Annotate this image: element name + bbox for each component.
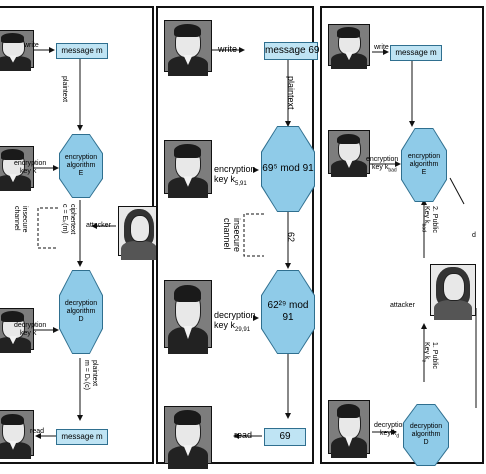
plaintext-label: plaintext (286, 76, 296, 110)
write-label: write (374, 44, 389, 51)
encryption-algorithm-node: 69⁵ mod 91 (262, 127, 314, 211)
attacker-portrait-icon (118, 206, 160, 260)
public-key-1-label: 1. Public Key ke (420, 342, 438, 369)
panel-rsa-example: write message 69 plaintext encryption ke… (156, 6, 319, 469)
attacker-portrait-icon (430, 264, 476, 320)
message-box: message 69 (264, 42, 319, 60)
decryptor-portrait-icon (328, 400, 370, 459)
write-label: write (218, 44, 238, 54)
attacker-label: attacker (86, 222, 111, 229)
enc-key-label: encryption key k5,91 (214, 164, 256, 187)
message-box: message m (56, 43, 108, 59)
right-connectors (368, 49, 477, 435)
message-box: message m (390, 45, 442, 61)
read-label: read (30, 428, 45, 435)
receiver-portrait-icon (0, 410, 34, 460)
decryptor-portrait-icon (164, 280, 212, 354)
public-key-2-label: 2. Public Key kbad (420, 206, 438, 233)
attacker-label: attacker (390, 302, 415, 309)
decryptor-portrait-icon (0, 308, 34, 353)
left-connectors (34, 47, 116, 439)
read-message-box: 69 (264, 428, 306, 446)
plaintext-label: plaintext (61, 76, 68, 103)
dec-key-label: decryption key k29,91 (214, 310, 256, 333)
encryptor-portrait-icon (0, 146, 34, 191)
sender-portrait-icon (164, 20, 212, 76)
dec-key-label: decryption key kd (374, 422, 407, 440)
read-label: read (234, 430, 253, 440)
cut-label: d (472, 232, 476, 239)
enc-key-label: encryption key kbad (366, 156, 399, 174)
mid-connectors (212, 47, 291, 439)
ciphertext-value: 62 (286, 232, 296, 243)
sender-portrait-icon (328, 24, 370, 69)
encryptor-portrait-icon (328, 130, 370, 178)
write-label: write (24, 42, 39, 49)
receiver-portrait-icon (164, 406, 212, 469)
decryption-algorithm-node: 62²⁹ mod 91 (262, 271, 314, 353)
panel-public-key-attack: write message m encryption key kbad encr… (320, 6, 484, 466)
encryptor-portrait-icon (164, 140, 212, 199)
read-message-box: message m (56, 429, 108, 445)
sender-portrait-icon (0, 30, 34, 71)
